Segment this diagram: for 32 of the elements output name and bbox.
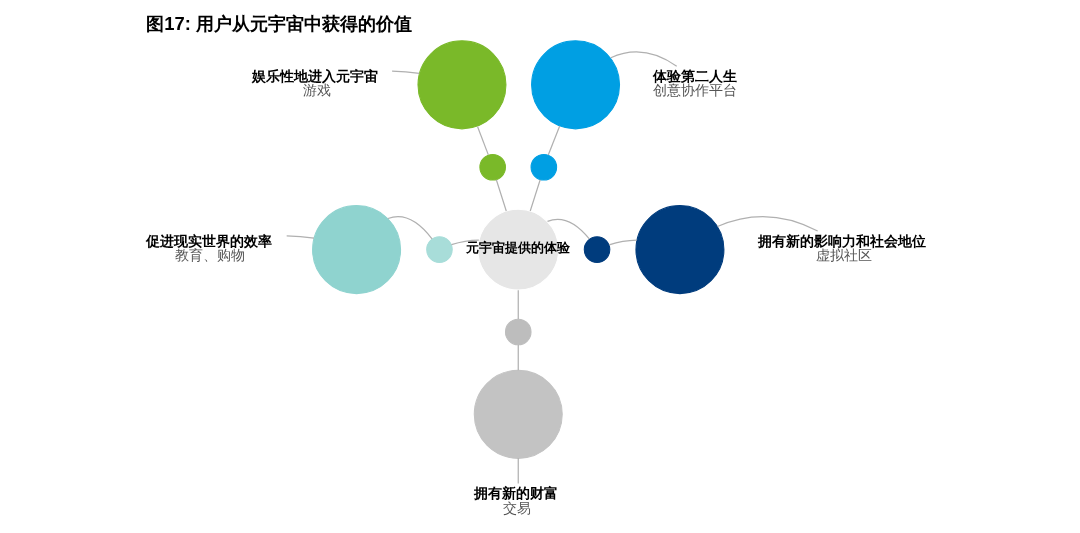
connector <box>517 289 519 320</box>
node-text: 促进现实世界的效率 教育、购物 <box>146 232 273 264</box>
connector <box>608 239 638 246</box>
node-label: 元宇宙提供的体验 <box>465 240 570 256</box>
connector <box>517 457 519 485</box>
connector <box>286 235 315 239</box>
node-circle <box>473 369 563 459</box>
connector <box>547 125 561 156</box>
connector <box>716 216 819 232</box>
node-text: 拥有新的影响力和社会地位 虚拟社区 <box>757 232 926 264</box>
connector <box>450 239 480 246</box>
connector <box>529 179 541 212</box>
node-circle <box>504 318 532 346</box>
connector <box>476 125 489 156</box>
node-circle <box>583 236 611 263</box>
node-circle <box>426 236 453 263</box>
connector <box>391 70 420 74</box>
node-circle <box>531 40 621 130</box>
diagram-title: 图17: 用户从元宇宙中获得的价值 <box>146 13 412 35</box>
node-circle <box>312 205 402 295</box>
node-circle <box>635 205 725 295</box>
connector <box>495 179 507 212</box>
connector <box>517 344 519 371</box>
connector <box>387 216 433 240</box>
node-text: 娱乐性地进入元宇宙 游戏 <box>251 67 378 99</box>
connector <box>546 218 590 240</box>
node-circle <box>417 40 507 130</box>
node-text: 体验第二人生 创意协作平台 <box>653 67 738 99</box>
node-circle <box>530 153 558 181</box>
node-text: 拥有新的财富 交易 <box>474 485 559 516</box>
node-circle <box>479 153 506 181</box>
connector <box>610 51 678 67</box>
